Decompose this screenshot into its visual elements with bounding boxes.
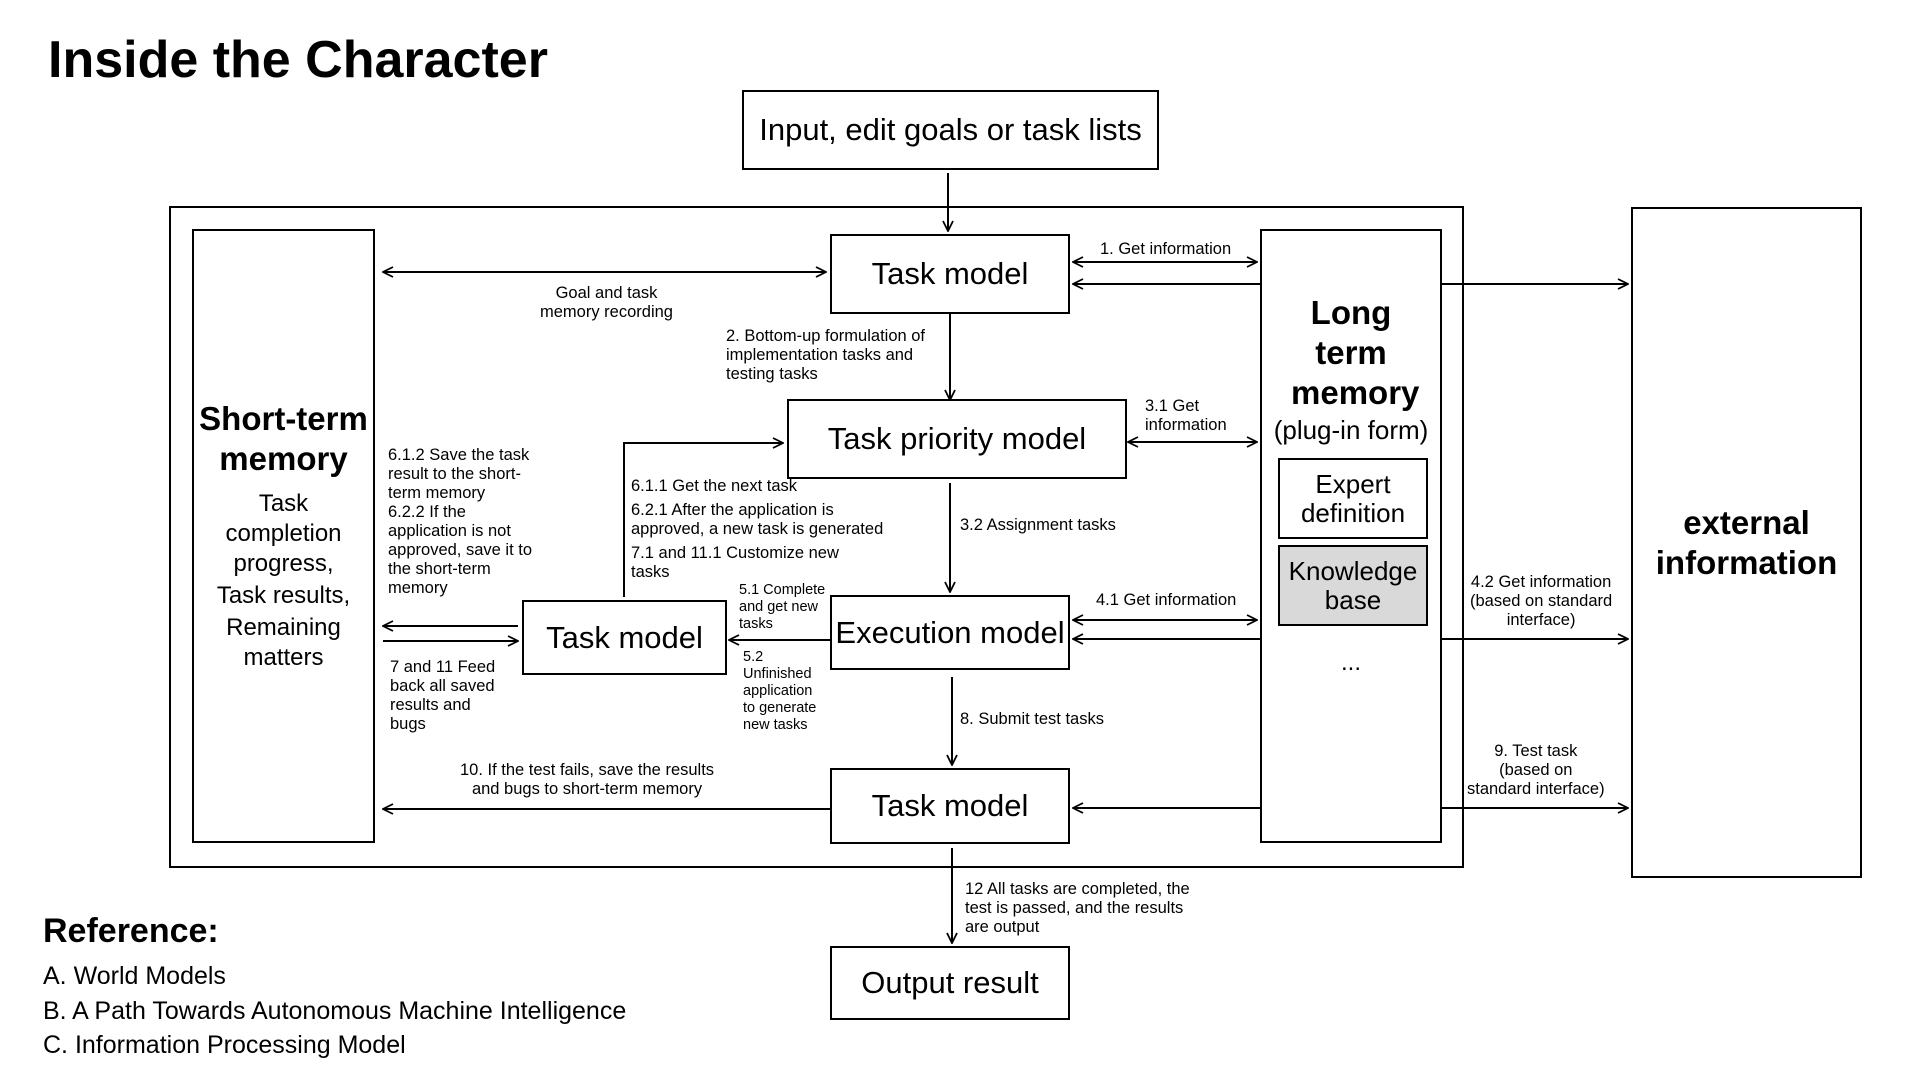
short-term-memory-item: Task completion progress, <box>225 490 342 577</box>
reference-item: A. World Models <box>43 962 226 990</box>
task-priority-model-label: Task priority model <box>827 421 1087 456</box>
task-model-bottom: Task model <box>830 768 1070 844</box>
edge-label-customize: 7.1 and 11.1 Customize new tasks <box>631 544 839 581</box>
task-model-left: Task model <box>522 600 727 675</box>
arrow-next-task <box>623 443 783 597</box>
output-result-label: Output result <box>861 965 1039 1000</box>
expert-definition-label: Expert definition <box>1300 468 1406 528</box>
task-model-left-label: Task model <box>546 619 703 655</box>
edge-label-next-task: 6.1.1 Get the next task <box>631 477 798 495</box>
external-information-label: external information <box>1655 503 1838 581</box>
edge-label-goal-memory: Goal and task memory recording <box>540 284 673 321</box>
short-term-memory-item: Task results, <box>216 582 351 609</box>
task-model-bottom-label: Task model <box>871 788 1029 823</box>
edge-label-unfinished: 5.2 Unfinished application to generate n… <box>743 649 817 733</box>
edge-label-complete-new: 5.1 Complete and get new tasks <box>739 582 826 632</box>
task-model-top-label: Task model <box>871 256 1029 291</box>
output-result-box: Output result <box>830 946 1070 1020</box>
expert-definition-box: Expert definition <box>1278 458 1428 539</box>
external-information-box: external information <box>1631 207 1862 878</box>
edge-label-assignment: 3.2 Assignment tasks <box>960 516 1116 534</box>
edge-label-save-task: 6.1.2 Save the task result to the short-… <box>388 446 533 597</box>
long-term-memory-subtitle: (plug-in form) <box>1273 415 1429 445</box>
edge-label-approved: 6.2.1 After the application is approved,… <box>631 501 884 538</box>
reference-item: C. Information Processing Model <box>43 1031 406 1059</box>
edge-label-get-info-1: 1. Get information <box>1100 240 1232 258</box>
knowledge-base-box: Knowledge base <box>1278 545 1428 626</box>
execution-model: Execution model <box>830 595 1070 670</box>
edge-label-feed-back: 7 and 11 Feed back all saved results and… <box>390 658 496 733</box>
short-term-memory-item: Remaining matters <box>226 614 341 671</box>
edge-label-bottom-up: 2. Bottom-up formulation of implementati… <box>726 327 926 383</box>
character-frame <box>169 206 1464 868</box>
reference-item: B. A Path Towards Autonomous Machine Int… <box>43 997 627 1025</box>
edge-label-test-task: 9. Test task (based on standard interfac… <box>1467 742 1605 798</box>
edge-label-get-info-42: 4.2 Get information (based on standard i… <box>1470 573 1613 629</box>
edge-label-submit-test: 8. Submit test tasks <box>960 710 1104 728</box>
edge-label-test-fails: 10. If the test fails, save the results … <box>460 761 715 798</box>
input-goals-box: Input, edit goals or task lists <box>742 90 1159 170</box>
short-term-memory-box: Short-term memory Task completion progre… <box>192 229 375 843</box>
task-priority-model: Task priority model <box>787 399 1127 479</box>
edge-label-all-completed: 12 All tasks are completed, the test is … <box>965 880 1190 936</box>
long-term-memory-title: Long term memory <box>1291 294 1420 411</box>
short-term-memory-title: Short-term memory <box>199 400 368 477</box>
more-plugins-ellipsis: ... <box>1340 649 1361 676</box>
edge-label-get-info-31: 3.1 Get information <box>1145 397 1227 434</box>
execution-model-label: Execution model <box>835 614 1065 650</box>
input-goals-label: Input, edit goals or task lists <box>759 112 1142 147</box>
edge-label-get-info-41: 4.1 Get information <box>1096 591 1237 609</box>
task-model-top: Task model <box>830 234 1070 314</box>
knowledge-base-label: Knowledge base <box>1288 555 1418 615</box>
long-term-memory-box: Long term memory (plug-in form) Expert d… <box>1260 229 1442 843</box>
page-title: Inside the Character <box>48 31 548 89</box>
reference-heading: Reference: <box>43 912 219 950</box>
